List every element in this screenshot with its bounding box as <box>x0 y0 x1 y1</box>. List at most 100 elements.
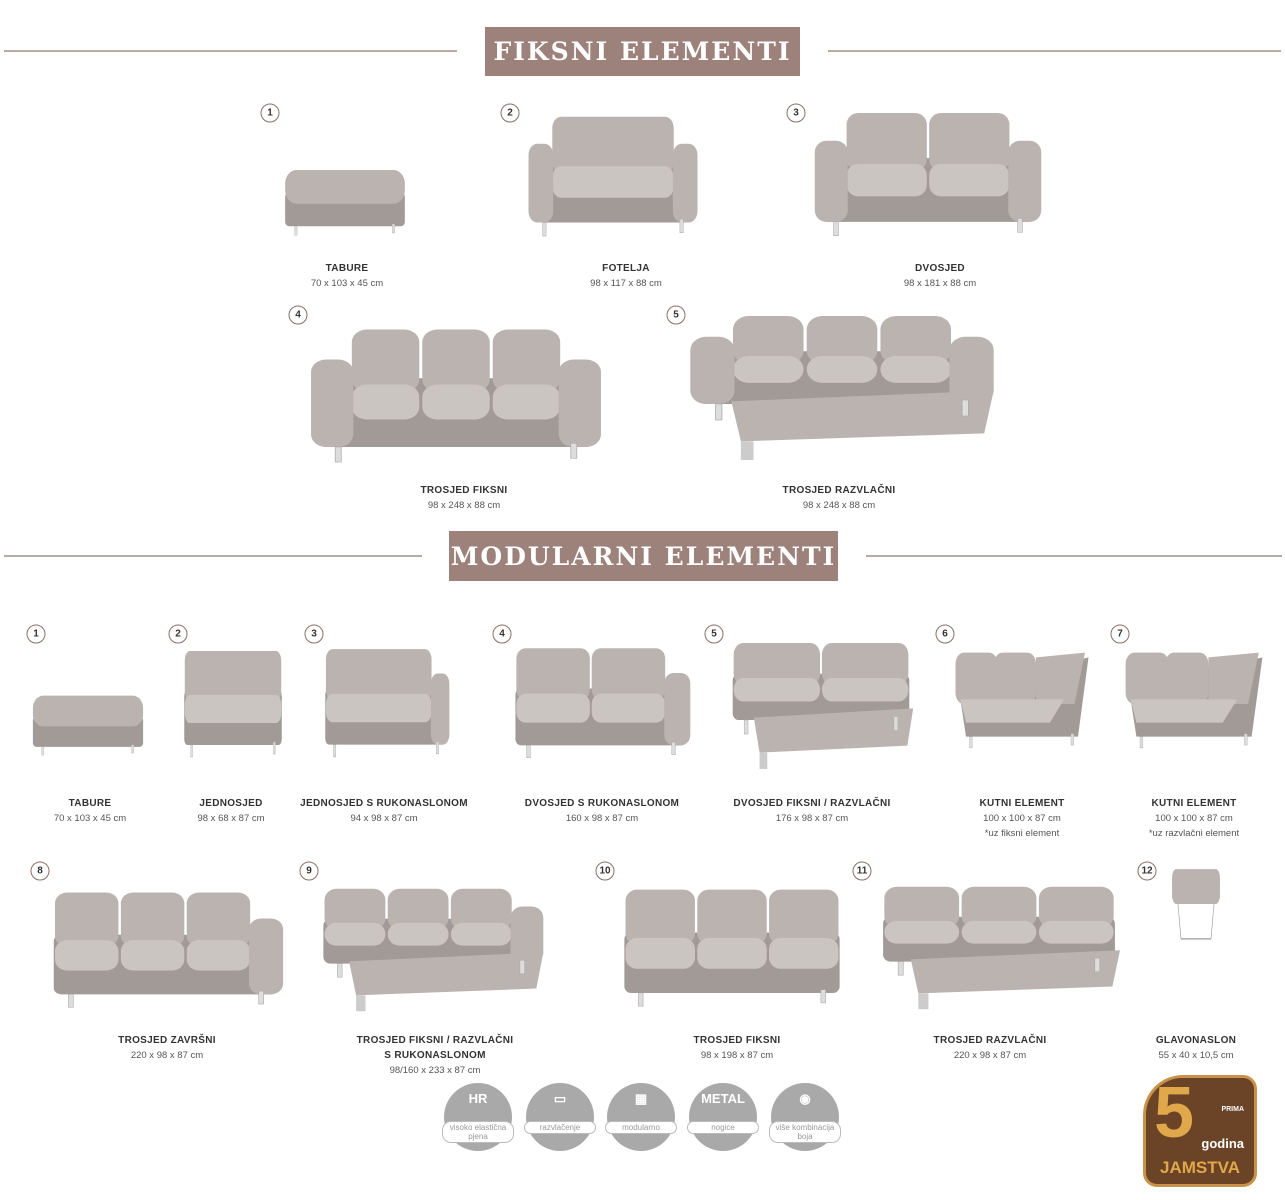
item-title: FOTELJA <box>602 263 650 274</box>
item-label: TROSJED ZAVRŠNI 220 x 98 x 87 cm <box>118 1033 216 1063</box>
item-number: 6 <box>935 624 955 644</box>
sofa-image <box>873 880 1125 1016</box>
sofa-image <box>305 322 607 472</box>
item-title: TROSJED RAZVLAČNI <box>782 485 896 496</box>
sofa-image <box>320 643 452 765</box>
feature-glyph-icon: HR <box>468 1091 488 1106</box>
item-title: JEDNOSJED <box>199 798 263 809</box>
item-number: 2 <box>500 103 520 123</box>
item-title: TROSJED FIKSNI <box>420 485 508 496</box>
item-dimensions: 98 x 198 x 87 cm <box>700 1050 774 1061</box>
item-dimensions: 160 x 98 x 87 cm <box>565 813 639 824</box>
feature-label: visoko elastična pjena <box>442 1121 514 1143</box>
item-label: KUTNI ELEMENT 100 x 100 x 87 cm *uz fiksni… <box>979 796 1064 841</box>
feature-icon-2: ▦modularno <box>605 1083 677 1151</box>
item-title: KUTNI ELEMENT <box>979 798 1065 809</box>
item-title-2: S RUKONASLONOM <box>384 1050 486 1061</box>
item-dimensions: 100 x 100 x 87 cm <box>1155 813 1233 824</box>
item-number: 3 <box>786 103 806 123</box>
sofa-image <box>810 106 1046 245</box>
item-dimensions: 70 x 103 x 45 cm <box>310 278 384 289</box>
feature-icon-0: HR visoko elastična pjena <box>442 1083 514 1151</box>
item-number: 7 <box>1110 624 1130 644</box>
item-dimensions: 100 x 100 x 87 cm <box>983 813 1061 824</box>
item-title: TROSJED FIKSNI <box>693 1035 781 1046</box>
item-number: 10 <box>595 861 615 881</box>
corner-image <box>1122 648 1266 760</box>
item-title: TABURE <box>68 798 112 809</box>
item-dimensions: 176 x 98 x 87 cm <box>775 813 849 824</box>
sofa-image <box>725 636 917 776</box>
item-label: FOTELJA 98 x 117 x 88 cm <box>590 261 662 291</box>
feature-icon-3: METAL nogice <box>687 1083 759 1151</box>
item-number: 4 <box>492 624 512 644</box>
feature-label: više kombinacija boja <box>769 1121 841 1143</box>
item-number: 1 <box>260 103 280 123</box>
item-dimensions: 98 x 117 x 88 cm <box>590 278 662 289</box>
item-label: JEDNOSJED 98 x 68 x 87 cm <box>197 796 264 826</box>
sofa-image <box>508 642 694 766</box>
item-label: TABURE 70 x 103 x 45 cm <box>311 261 383 291</box>
item-label: TROSJED RAZVLAČNI 98 x 248 x 88 cm <box>783 483 896 513</box>
section-title-fixed: FIKSNI ELEMENTI <box>485 27 800 76</box>
item-dimensions: 220 x 98 x 87 cm <box>953 1050 1027 1061</box>
item-label: TROSJED FIKSNI 98 x 248 x 88 cm <box>421 483 508 513</box>
corner-image <box>952 648 1092 760</box>
ottoman-image <box>282 155 408 245</box>
divider <box>4 555 422 557</box>
badge-number: 5 <box>1154 1073 1195 1153</box>
badge-line2: JAMSTVA <box>1160 1158 1240 1177</box>
item-note: *uz razvlačni element <box>1148 828 1240 839</box>
item-dimensions: 98 x 181 x 88 cm <box>903 278 977 289</box>
headrest-image <box>1166 866 1226 942</box>
item-title: GLAVONASLON <box>1155 1035 1237 1046</box>
feature-glyph-icon: ▭ <box>553 1091 567 1106</box>
item-number: 2 <box>168 624 188 644</box>
item-label: DVOSJED S RUKONASLONOM 160 x 98 x 87 cm <box>525 796 679 826</box>
feature-glyph-icon: ▦ <box>634 1091 648 1106</box>
divider <box>4 50 457 52</box>
sofa-image <box>615 883 849 1015</box>
sofa-image <box>180 645 286 765</box>
feature-glyph-icon: ◉ <box>799 1091 811 1106</box>
item-number: 12 <box>1137 861 1157 881</box>
sofa-image <box>684 308 1000 468</box>
item-number: 11 <box>852 861 872 881</box>
item-label: KUTNI ELEMENT 100 x 100 x 87 cm *uz razvla… <box>1149 796 1239 841</box>
item-number: 9 <box>299 861 319 881</box>
feature-label: nogice <box>687 1121 759 1134</box>
section-title-modular: MODULARNI ELEMENTI <box>449 531 838 581</box>
item-title: TROSJED ZAVRŠNI <box>118 1035 216 1046</box>
item-dimensions: 98 x 248 x 88 cm <box>802 500 876 511</box>
feature-icon-4: ◉ više kombinacija boja <box>769 1083 841 1151</box>
divider <box>866 555 1282 557</box>
item-dimensions: 220 x 98 x 87 cm <box>130 1050 204 1061</box>
feature-label: razvlačenje <box>524 1121 596 1134</box>
item-title: JEDNOSJED S RUKONASLONOM <box>300 798 468 809</box>
item-title: TABURE <box>325 263 369 274</box>
item-title: KUTNI ELEMENT <box>1151 798 1237 809</box>
item-label: JEDNOSJED S RUKONASLONOM 94 x 98 x 87 cm <box>300 796 468 826</box>
sofa-image <box>314 882 548 1018</box>
item-dimensions: 94 x 98 x 87 cm <box>350 813 418 824</box>
item-title: DVOSJED S RUKONASLONOM <box>524 798 680 809</box>
item-number: 3 <box>304 624 324 644</box>
divider <box>828 50 1281 52</box>
item-dimensions: 98/160 x 233 x 87 cm <box>389 1065 481 1076</box>
warranty-badge: 5 PRIMA godina JAMSTVA <box>1143 1073 1257 1187</box>
feature-glyph-icon: METAL <box>701 1091 745 1106</box>
item-title: DVOSJED FIKSNI / RAZVLAČNI <box>733 798 891 809</box>
item-label: TROSJED FIKSNI / RAZVLAČNI S RUKONASLONOM… <box>357 1033 514 1078</box>
item-number: 1 <box>26 624 46 644</box>
item-label: GLAVONASLON 55 x 40 x 10,5 cm <box>1156 1033 1236 1063</box>
item-note: *uz fiksni element <box>984 828 1060 839</box>
item-title: TROSJED FIKSNI / RAZVLAČNI <box>356 1035 514 1046</box>
item-dimensions: 98 x 248 x 88 cm <box>427 500 501 511</box>
item-dimensions: 98 x 68 x 87 cm <box>197 813 265 824</box>
item-number: 8 <box>30 861 50 881</box>
badge-brand: PRIMA <box>1221 1106 1244 1113</box>
item-dimensions: 55 x 40 x 10,5 cm <box>1158 1050 1234 1061</box>
